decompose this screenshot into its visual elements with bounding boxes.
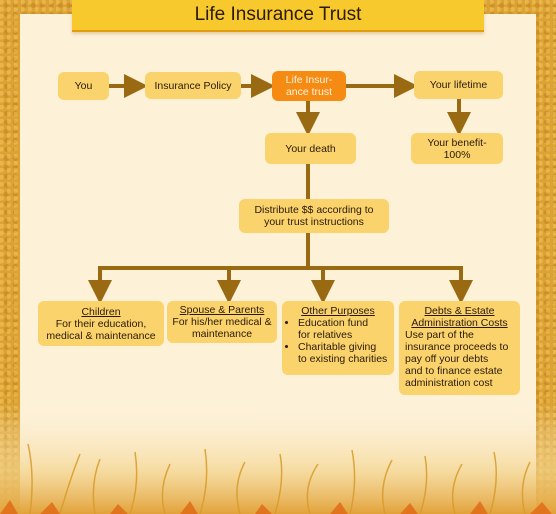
debts-heading-line2: Administration Costs xyxy=(411,317,508,329)
trust-label-line1: Life Insur- xyxy=(285,74,333,86)
debts-heading-line1: Debts & Estate xyxy=(424,305,495,317)
your-lifetime-label: Your lifetime xyxy=(429,79,488,91)
your-benefit-node: Your benefit- 100% xyxy=(411,133,503,164)
other-heading: Other Purposes xyxy=(301,305,375,317)
debts-line3: pay off your debts xyxy=(405,353,489,365)
spouse-parents-node: Spouse & Parents For his/her medical & m… xyxy=(167,301,277,343)
your-lifetime-node: Your lifetime xyxy=(414,71,503,99)
children-line2: medical & maintenance xyxy=(46,329,156,342)
other-bullet2-line2: to existing charities xyxy=(298,353,388,365)
spouse-line1: For his/her medical & xyxy=(172,316,272,328)
you-node: You xyxy=(58,72,109,100)
children-node: Children For their education, medical & … xyxy=(38,301,164,346)
trust-label-line2: ance trust xyxy=(285,86,333,98)
other-purposes-node: Other Purposes Education fund for relati… xyxy=(282,301,394,375)
children-line1: For their education, xyxy=(55,317,147,330)
your-death-node: Your death xyxy=(265,133,356,164)
insurance-policy-node: Insurance Policy xyxy=(145,72,241,99)
diagram-title: Life Insurance Trust xyxy=(194,4,362,25)
debts-line1: Use part of the xyxy=(405,329,474,341)
your-death-label: Your death xyxy=(285,142,336,155)
other-bullet2-line1: Charitable giving xyxy=(298,341,377,353)
distribute-label-line2: your trust instructions xyxy=(264,216,364,228)
spouse-heading: Spouse & Parents xyxy=(179,304,265,316)
children-heading: Children xyxy=(81,305,121,318)
spouse-line2: maintenance xyxy=(191,328,253,340)
insurance-policy-label: Insurance Policy xyxy=(154,79,232,92)
debts-estate-node: Debts & Estate Administration Costs Use … xyxy=(399,301,520,395)
title-banner: Life Insurance Trust xyxy=(72,0,484,32)
benefit-label-line2: 100% xyxy=(443,148,471,161)
benefit-label-line1: Your benefit- xyxy=(427,136,487,149)
life-insurance-trust-node: Life Insur- ance trust xyxy=(272,71,346,101)
other-bullet1-line1: Education fund xyxy=(298,317,369,329)
distribute-label-line1: Distribute $$ according to xyxy=(254,204,374,216)
other-bullet1-line2: for relatives xyxy=(298,329,353,341)
you-label: You xyxy=(74,80,93,92)
debts-line5: administration cost xyxy=(405,377,493,389)
wheat-field-decoration xyxy=(0,404,556,514)
debts-line4: and to finance estate xyxy=(405,365,503,377)
debts-line2: insurance proceeds to xyxy=(405,341,509,353)
other-bullet-education: Education fund for relatives xyxy=(298,317,387,341)
other-bullet-charity: Charitable giving to existing charities xyxy=(298,341,387,365)
distribute-node: Distribute $$ according to your trust in… xyxy=(239,199,389,233)
